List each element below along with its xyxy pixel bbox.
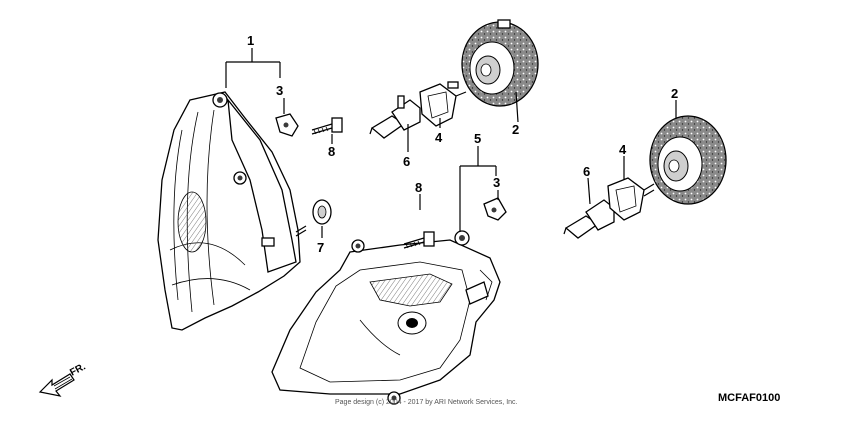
callout-6-right: 6: [583, 164, 590, 179]
clip-lower: [483, 197, 507, 221]
headlight-bulb-left: [369, 95, 421, 139]
screw-upper: [311, 117, 343, 135]
front-arrow-icon: [38, 373, 75, 397]
dust-cover-right: [649, 115, 727, 205]
screw-lower: [403, 231, 435, 249]
grommet: [312, 199, 332, 225]
copyright-caption: Page design (c) 2004 - 2017 by ARI Netwo…: [335, 399, 518, 406]
callout-7: 7: [317, 240, 324, 255]
diagram-code: MCFAF0100: [718, 392, 780, 404]
front-direction-indicator: FR.: [38, 361, 88, 397]
callout-labels: 1 2 2 3 3 4 4 5 6 6 7 8 8: [247, 33, 678, 255]
callout-3-lower: 3: [493, 175, 500, 190]
headlight-housing-left: [157, 91, 307, 331]
dust-cover-left: [461, 19, 539, 107]
callout-3-upper: 3: [276, 83, 283, 98]
callout-8-lower: 8: [415, 180, 422, 195]
bulb-socket-right: [607, 177, 655, 221]
callout-2-right: 2: [671, 86, 678, 101]
bulb-socket-left: [419, 81, 467, 127]
callout-4-right: 4: [619, 142, 627, 157]
clip-upper: [275, 113, 299, 137]
callout-6-left: 6: [403, 154, 410, 169]
leader-lines: [225, 48, 677, 238]
callout-5: 5: [474, 131, 481, 146]
headlight-bulb-right: [563, 199, 615, 239]
headlight-housing-front: [271, 230, 501, 405]
direction-label: FR.: [68, 361, 88, 378]
callout-1: 1: [247, 33, 254, 48]
callout-8-upper: 8: [328, 144, 335, 159]
callout-2-left: 2: [512, 122, 519, 137]
callout-4-left: 4: [435, 130, 443, 145]
